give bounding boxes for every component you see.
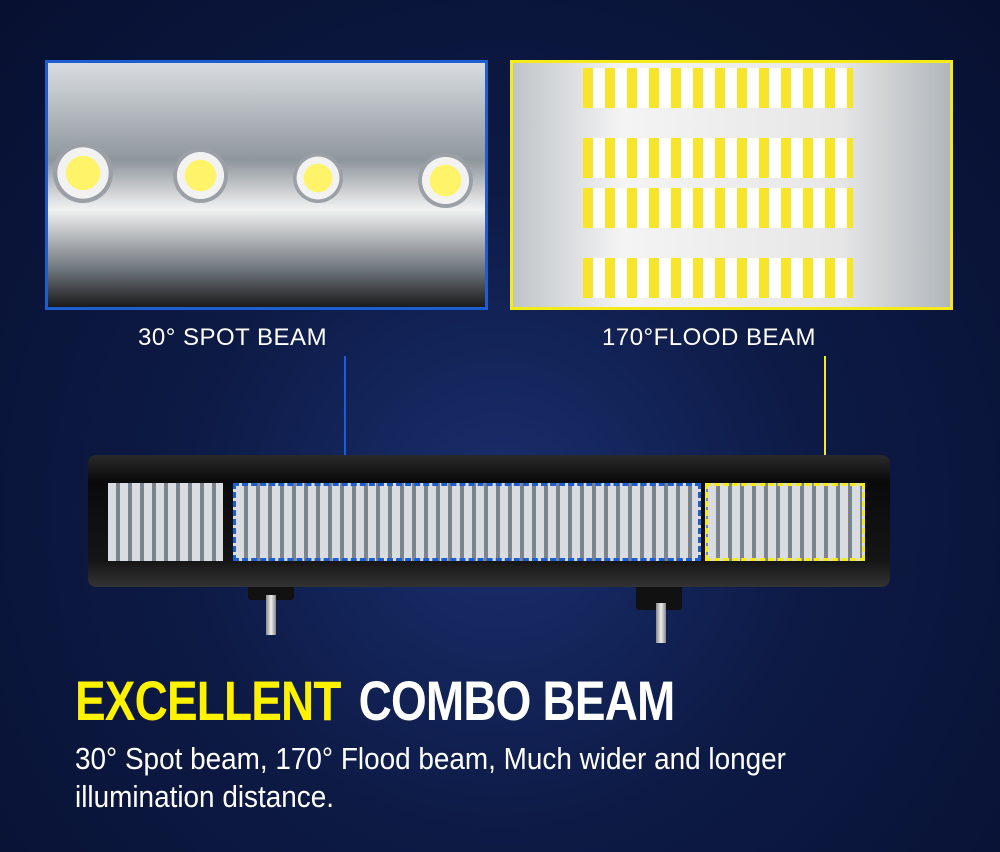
spot-section bbox=[233, 483, 701, 561]
headline-rest: COMBO BEAM bbox=[358, 669, 676, 732]
flood-section-left bbox=[108, 483, 223, 561]
led-chip bbox=[418, 153, 473, 208]
headline: EXCELLENT COMBO BEAM bbox=[75, 668, 676, 733]
led-strip bbox=[583, 68, 853, 108]
led-chip bbox=[53, 143, 113, 203]
led-strip bbox=[583, 188, 853, 228]
flood-section-right bbox=[705, 483, 865, 561]
mount-bolt bbox=[656, 603, 666, 643]
mount-bolt bbox=[266, 595, 276, 635]
led-strip bbox=[583, 138, 853, 178]
spot-beam-label: 30° SPOT BEAM bbox=[138, 324, 328, 351]
led-strip bbox=[583, 258, 853, 298]
spot-callout-line bbox=[344, 356, 346, 492]
headline-highlight: EXCELLENT bbox=[75, 669, 341, 732]
flood-beam-closeup-image bbox=[510, 60, 953, 310]
description: 30° Spot beam, 170° Flood beam, Much wid… bbox=[75, 741, 786, 814]
led-light-bar-image bbox=[88, 455, 890, 587]
flood-callout-line bbox=[824, 356, 826, 494]
led-chip bbox=[293, 153, 343, 203]
spot-beam-closeup-image bbox=[45, 60, 488, 310]
led-chip bbox=[173, 148, 228, 203]
flood-beam-label: 170°FLOOD BEAM bbox=[602, 324, 816, 351]
